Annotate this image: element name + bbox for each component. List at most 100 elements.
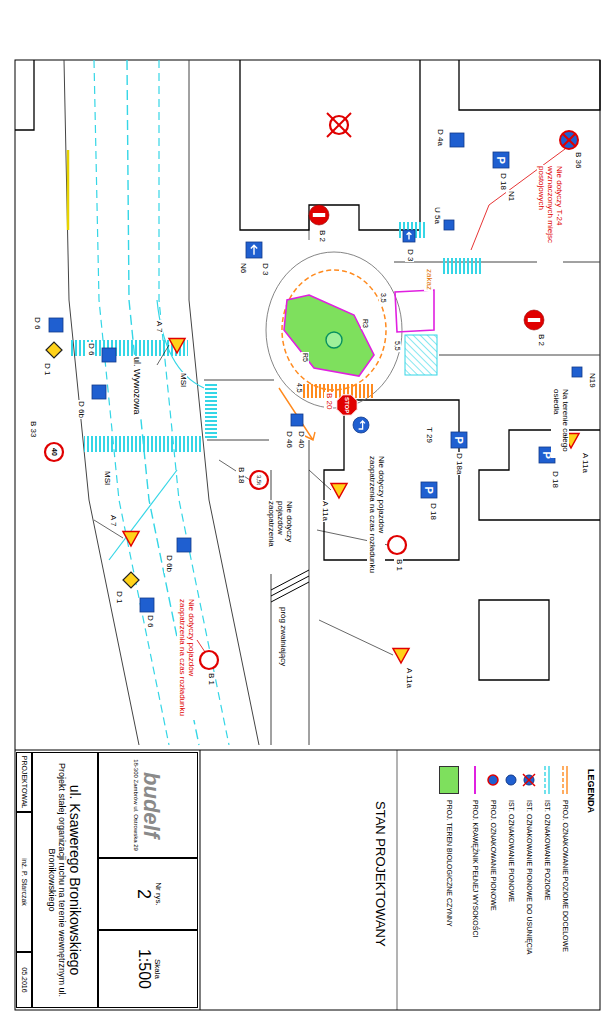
map-label: D 18 — [550, 470, 559, 489]
speed-bump — [271, 576, 309, 596]
map-label: A 11a — [320, 500, 329, 522]
title-block-text: PROJEKTOWAŁ — [20, 756, 28, 809]
map-label: 3,5 — [379, 292, 387, 304]
map-label: B 2 — [536, 333, 545, 347]
no-stopping-sign — [563, 134, 576, 147]
sign-arrow — [251, 245, 257, 255]
map-label: D 18 — [498, 172, 507, 191]
no-entry-sign — [309, 205, 329, 225]
title-block-text: inż. P. Starczak — [20, 858, 28, 906]
map-label: T 29 — [424, 426, 433, 444]
map-label: N19 — [587, 372, 596, 389]
map-label: D 6b — [76, 400, 85, 419]
legend-sample — [474, 766, 476, 794]
map-label: D 18 — [428, 502, 437, 521]
legend-text: IST. OZNAKOWANIE PIONOWE DO USUNIĘCIA — [525, 800, 533, 955]
information-sign — [451, 432, 467, 448]
title-block-text: Skala — [153, 959, 162, 979]
map-label: N1 — [506, 190, 515, 202]
building-outline — [15, 60, 34, 130]
title-block-text: 2 — [133, 889, 154, 899]
map-label: A 7 — [108, 514, 117, 528]
title-block-text: Projekt stałej organizacji ruchu na tere… — [47, 755, 68, 1005]
speed-bump — [271, 582, 309, 602]
information-sign — [102, 348, 116, 362]
information-sign — [421, 482, 437, 498]
information-sign — [450, 133, 464, 147]
information-sign — [177, 538, 191, 552]
map-label: D 6b — [164, 554, 173, 573]
information-sign — [403, 230, 415, 242]
warning-sign — [393, 649, 409, 663]
frame-divider — [200, 750, 201, 1010]
map-label: N6 — [238, 262, 247, 274]
map-label: P — [423, 486, 435, 495]
information-sign — [140, 598, 154, 612]
warning-sign — [169, 339, 185, 353]
lane-marking — [159, 60, 229, 745]
title-block-cell: budelf18-300 Zambrów ul. Ostrowska 29 — [98, 752, 198, 858]
roundabout-centre — [326, 332, 342, 348]
zebra-crossing — [84, 436, 202, 452]
title-block-cell: Nr rys.2 — [98, 858, 198, 930]
map-label: 40 — [50, 447, 58, 457]
legend-sample — [524, 775, 534, 785]
map-label: Nie dotyczy pojazdów zaopatrzenia — [267, 500, 293, 574]
green-island — [284, 295, 374, 376]
map-label: Nie dotyczy pojazdów zaopatrzenia na cza… — [367, 455, 385, 582]
no-stopping-sign — [563, 134, 576, 147]
planned-curb — [395, 290, 434, 332]
leader-line — [309, 215, 310, 240]
frame-divider — [397, 750, 398, 1010]
map-label: MSI — [102, 470, 111, 486]
title-block-text: ul. Ksawerego Bronikowskiego — [67, 785, 83, 976]
legend-text: IST. OZNAKOWANIE PIONOWE — [507, 800, 515, 902]
map-label: ul. Wywozowa — [131, 356, 141, 415]
title-block-text: 05.2016 — [20, 967, 28, 992]
legend-sample — [548, 766, 549, 794]
map-label: B 36 — [573, 151, 582, 169]
removal-cross — [327, 113, 351, 137]
map-label: R5 — [301, 352, 309, 363]
map-label: P — [495, 156, 507, 165]
map-label: B 1 — [206, 672, 215, 686]
building-outline — [479, 600, 549, 680]
title-block-text: 1:500 — [134, 949, 152, 989]
map-label: 4,5 — [295, 382, 303, 394]
map-label: LEGENDA — [585, 768, 595, 814]
legend-sample — [506, 775, 516, 785]
no-entry-sign — [524, 310, 544, 330]
building-outline — [459, 60, 600, 110]
title-block-text: budelf — [139, 772, 164, 838]
map-label: próg zwalniający — [278, 606, 287, 667]
removal-cross — [523, 774, 535, 786]
map-label: D 40 — [296, 430, 305, 449]
title-block-cell: ul. Ksawerego BronikowskiegoProjekt stał… — [32, 752, 98, 1008]
sign-arrow — [407, 232, 412, 239]
prohibition-sign — [250, 471, 268, 489]
title-block-cell: PROJEKTOWAŁ — [16, 752, 32, 812]
legend-text: IST. OZNAKOWANIE POZIOME — [543, 800, 551, 900]
legend-sample — [488, 775, 498, 785]
red-leader — [197, 640, 205, 652]
no-entry-bar — [313, 213, 325, 217]
curb-line — [266, 252, 402, 408]
sign-arrow — [359, 421, 365, 429]
map-label: D 6 — [145, 614, 154, 628]
map-label: D 1 — [114, 590, 123, 604]
planned-marking — [282, 270, 386, 390]
leader-line — [319, 620, 393, 655]
map-label: MSI — [178, 372, 187, 388]
information-sign — [493, 152, 509, 168]
information-sign — [444, 220, 454, 230]
road-edge — [207, 440, 269, 441]
information-sign — [246, 242, 262, 258]
map-label: D 18a — [454, 452, 463, 475]
leader-line — [219, 460, 250, 480]
information-sign — [291, 414, 303, 426]
yellow-edge-line — [67, 150, 70, 230]
map-label: Nie dotyczy T-24 wyznaczonych miejsc pos… — [537, 165, 563, 267]
legend-swatch — [439, 766, 459, 794]
title-block-cell: 05.2016 — [16, 952, 32, 1008]
